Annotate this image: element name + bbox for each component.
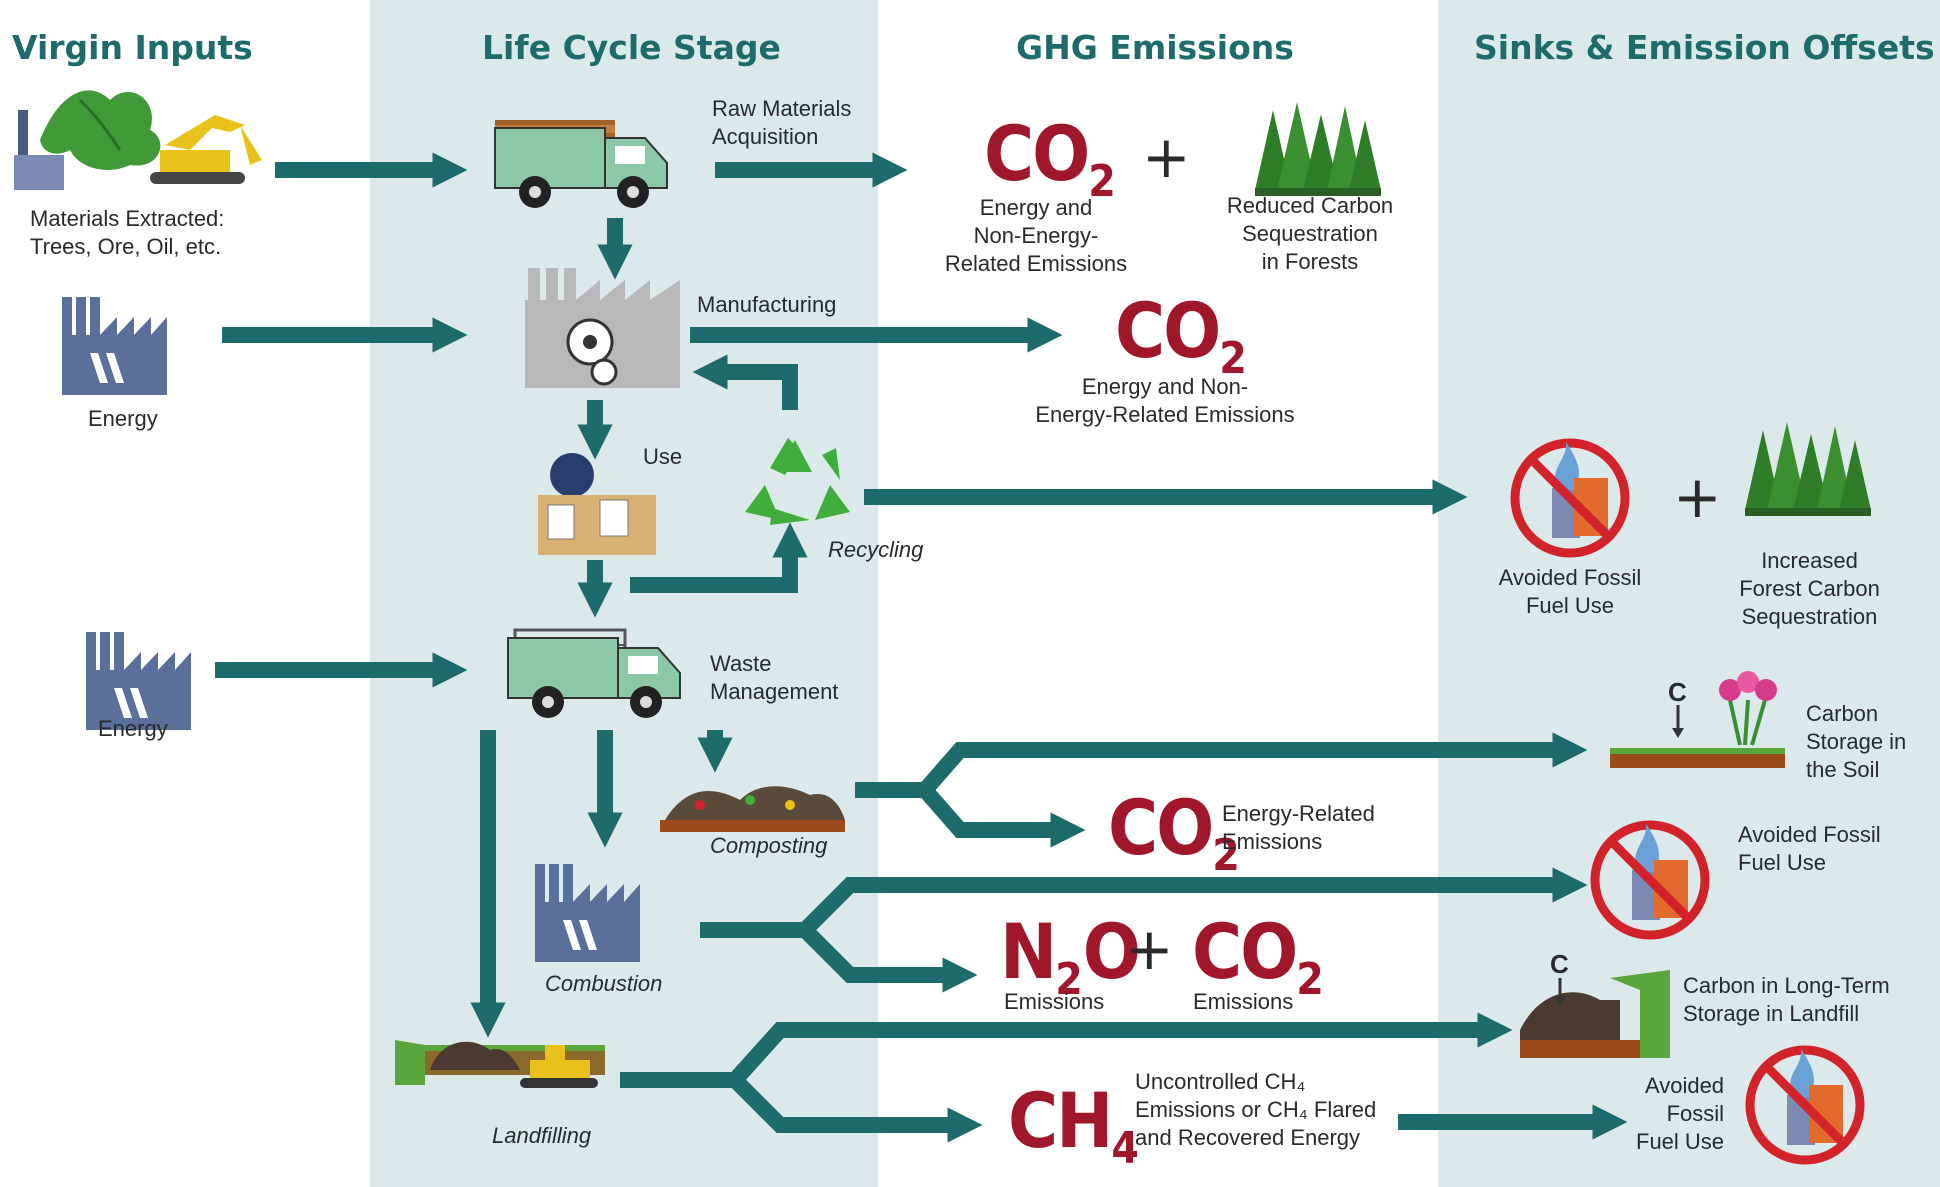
avoided-fossil-fuel-label-2: Avoided Fossil Fuel Use (1738, 822, 1881, 875)
composting-label: Composting (710, 833, 828, 858)
co2-composting-formula: CO2 (1108, 783, 1240, 882)
avoided-fossil-fuel-label: Avoided Fossil Fuel Use (1498, 565, 1642, 618)
plus-sign: + (1142, 123, 1191, 191)
combustion-label: Combustion (545, 971, 663, 996)
plus-sign-2: + (1125, 915, 1174, 983)
column-title-ghg-emissions: GHG Emissions (1016, 28, 1294, 67)
materials-extracted-label: Materials Extracted: Trees, Ore, Oil, et… (30, 206, 225, 259)
plus-sign-3: + (1673, 463, 1722, 531)
recycling-label: Recycling (828, 537, 924, 562)
increased-sequestration-label: Increased Forest Carbon Sequestration (1739, 548, 1880, 629)
column-title-life-cycle-stage: Life Cycle Stage (482, 28, 781, 67)
reduced-sequestration-label: Reduced Carbon Sequestration in Forests (1226, 193, 1394, 274)
carbon-storage-soil-label: Carbon Storage in the Soil (1806, 701, 1907, 782)
manufacturing-label: Manufacturing (697, 292, 837, 317)
raw-materials-label: Raw Materials Acquisition (712, 96, 852, 149)
co2-combustion-label: Emissions (1193, 989, 1294, 1014)
landfilling-label: Landfilling (492, 1123, 592, 1148)
ch4-landfill-formula: CH4 (1008, 1076, 1139, 1175)
co2-composting-label: Energy-Related Emissions (1222, 801, 1375, 854)
co2-manufacturing-label: Energy and Non- Energy-Related Emissions (1035, 374, 1295, 427)
co2-raw-materials-label: Energy and Non-Energy- Related Emissions (944, 195, 1128, 276)
ch4-landfill-label: Uncontrolled CH₄ Emissions or CH₄ Flared… (1135, 1069, 1377, 1150)
energy-input-label-2: Energy (98, 716, 168, 741)
column-title-virgin-inputs: Virgin Inputs (12, 28, 253, 67)
use-label: Use (643, 444, 683, 469)
co2-raw-materials-formula: CO2 (984, 109, 1116, 208)
carbon-symbol-soil: C (1668, 677, 1687, 707)
energy-input-label: Energy (88, 406, 158, 431)
waste-management-label: Waste Management (710, 651, 839, 704)
co2-manufacturing-formula: CO2 (1115, 286, 1247, 385)
carbon-landfill-storage-label: Carbon in Long-Term Storage in Landfill (1683, 973, 1890, 1026)
n2o-combustion-label: Emissions (1004, 989, 1105, 1014)
avoided-fossil-fuel-label-3: Avoided Fossil Fuel Use (1636, 1073, 1725, 1154)
carbon-symbol-landfill: C (1550, 949, 1569, 979)
column-title-sinks-offsets: Sinks & Emission Offsets (1474, 28, 1935, 67)
co2-combustion-formula: CO2 (1192, 907, 1324, 1006)
n2o-combustion-formula: N2O (1000, 907, 1141, 1006)
